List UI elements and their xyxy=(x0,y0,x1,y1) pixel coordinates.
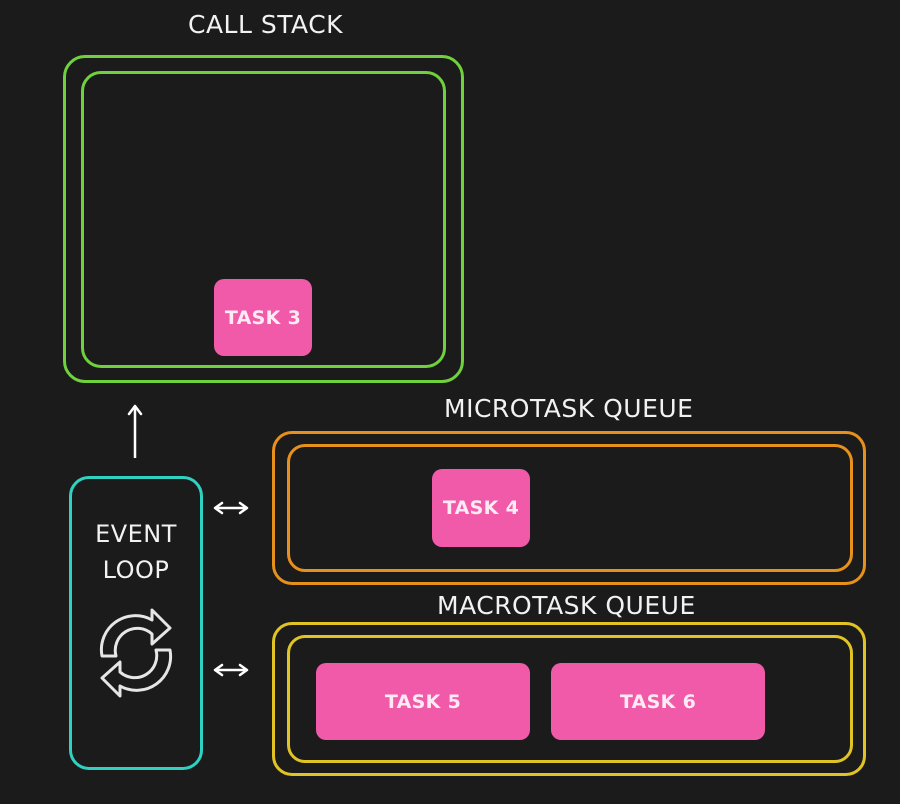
event-loop-label-line-2: LOOP xyxy=(102,556,170,584)
double-arrow-icon-macrotask xyxy=(213,663,249,677)
microtask-queue-label: MICROTASK QUEUE xyxy=(444,394,694,423)
task-card-task-5: TASK 5 xyxy=(316,663,530,740)
macrotask-queue-outer-frame xyxy=(272,622,866,776)
refresh-cycle-icon xyxy=(99,608,173,698)
double-arrow-icon-microtask xyxy=(213,501,249,515)
call-stack-inner-frame xyxy=(81,71,446,368)
call-stack-outer-frame xyxy=(63,55,464,383)
up-arrow-icon xyxy=(127,404,143,458)
task-card-task-6: TASK 6 xyxy=(551,663,765,740)
task-card-task-3: TASK 3 xyxy=(214,279,312,356)
macrotask-queue-inner-frame xyxy=(287,635,853,763)
event-loop-frame xyxy=(69,476,203,770)
task-card-task-4: TASK 4 xyxy=(432,469,530,547)
microtask-queue-inner-frame xyxy=(287,444,853,572)
call-stack-label: CALL STACK xyxy=(188,10,344,39)
microtask-queue-outer-frame xyxy=(272,431,866,585)
event-loop-label-line-1: EVENT xyxy=(95,520,177,548)
macrotask-queue-label: MACROTASK QUEUE xyxy=(437,591,696,620)
